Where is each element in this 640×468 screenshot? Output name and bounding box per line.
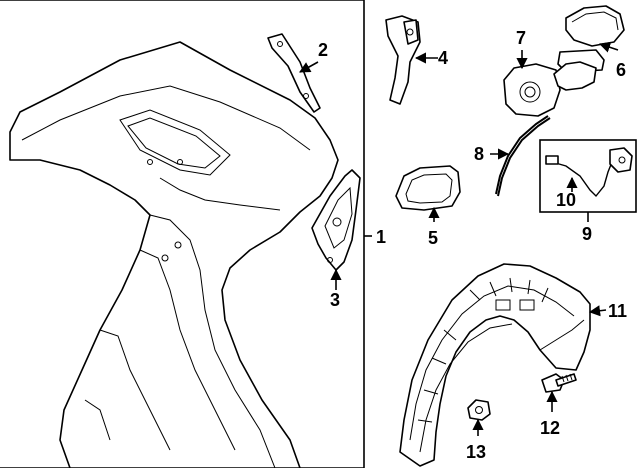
bracket-part-4 — [385, 15, 421, 105]
callout-6: 6 — [616, 60, 626, 80]
callout-9: 9 — [582, 224, 592, 244]
callout-11: 11 — [608, 301, 627, 321]
cable-part-8 — [495, 115, 551, 197]
bracket-part-2 — [267, 33, 321, 113]
filler-housing-part-7 — [503, 61, 597, 117]
quarter-panel-group-box — [0, 0, 372, 468]
callout-1: 1 — [376, 227, 386, 247]
callout-3: 3 — [330, 290, 340, 310]
callout-8: 8 — [474, 144, 484, 164]
callout-10: 10 — [556, 190, 576, 210]
callout-4: 4 — [438, 48, 448, 68]
callout-2: 2 — [318, 40, 328, 60]
fuel-door-part-6 — [557, 5, 625, 73]
wheel-liner-part-11 — [399, 263, 591, 467]
trim-part-5 — [395, 165, 461, 211]
quarter-panel-drawing — [9, 41, 339, 468]
housing-part-3 — [311, 169, 361, 271]
screw-part-12 — [541, 373, 577, 393]
actuator-part-10 — [545, 147, 633, 198]
clip-part-13 — [467, 399, 491, 421]
leader-lines — [299, 41, 619, 436]
callout-13: 13 — [466, 442, 486, 462]
callout-5: 5 — [428, 228, 438, 248]
callout-7: 7 — [516, 28, 526, 48]
callout-12: 12 — [540, 418, 560, 438]
